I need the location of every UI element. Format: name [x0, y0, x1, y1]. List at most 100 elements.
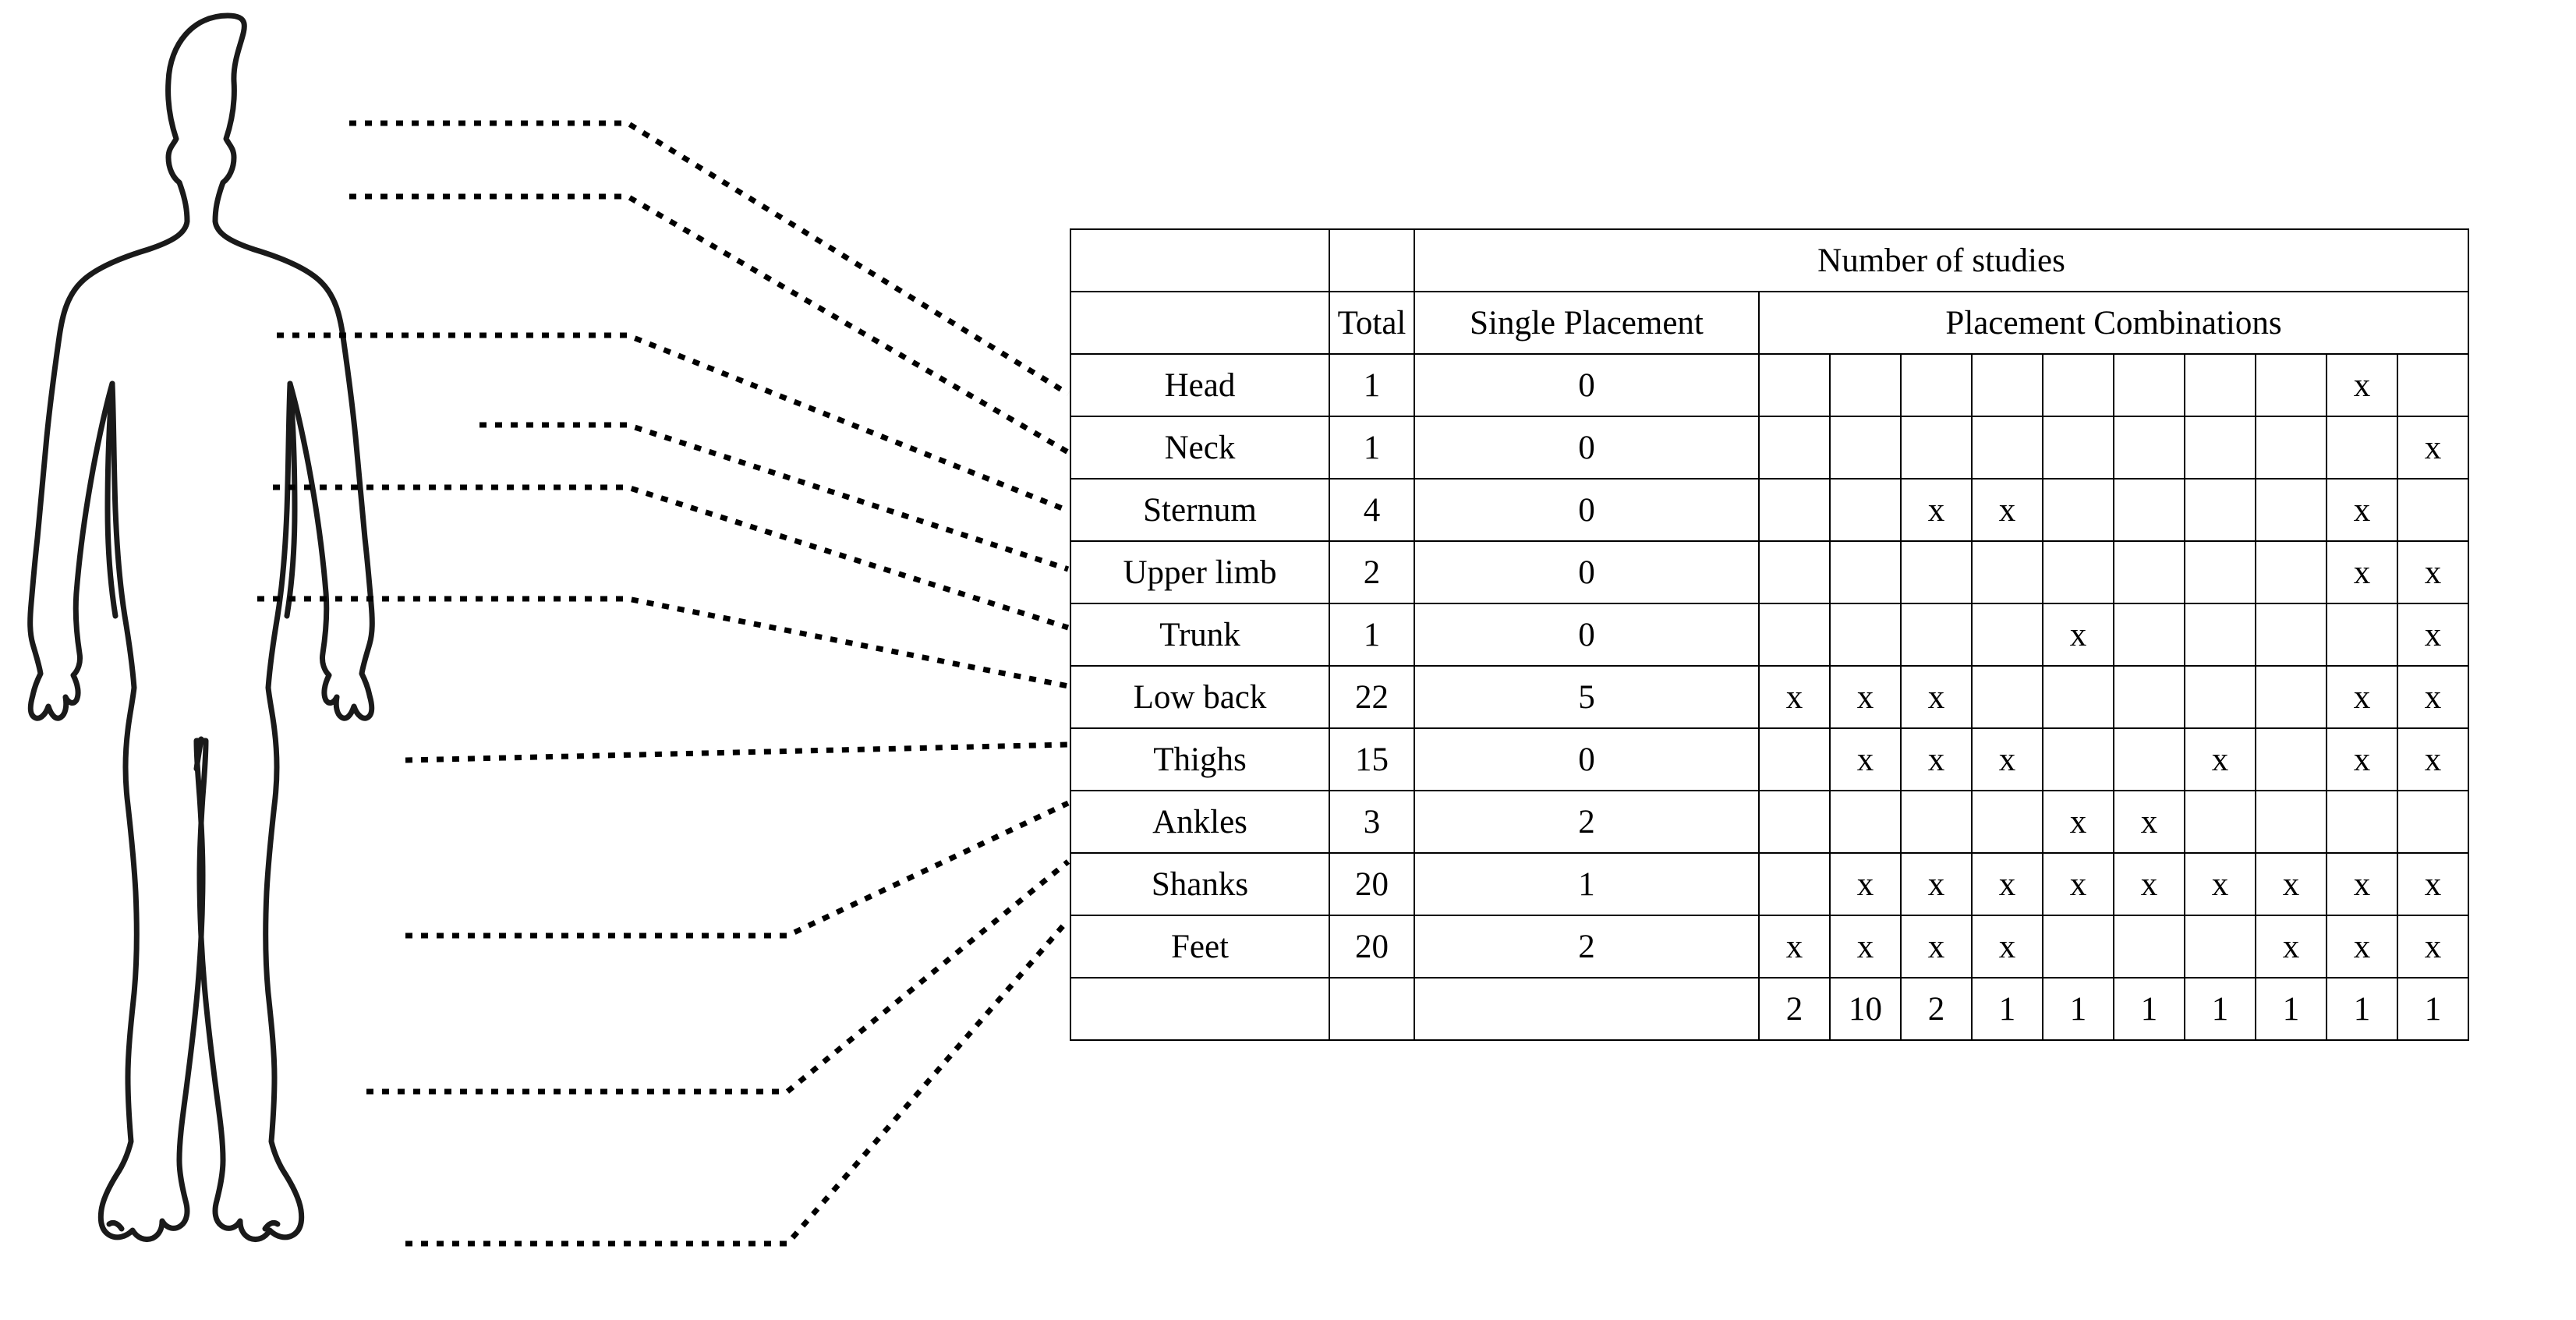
combo-cell-r8-c10 [2397, 790, 2469, 854]
combo-cell-r2-c2 [1829, 416, 1902, 480]
combo-cell-r4-c10: x [2397, 540, 2469, 604]
summary-count-c4: 1 [1971, 977, 2043, 1041]
single-placement-value: 0 [1414, 353, 1760, 417]
region-label-sternum: Sternum [1070, 478, 1330, 542]
single-placement-value: 1 [1414, 852, 1760, 916]
combo-cell-r9-c7: x [2184, 852, 2256, 916]
combo-cell-r3-c6 [2113, 478, 2185, 542]
combo-cell-r6-c5 [2042, 665, 2114, 729]
total-value: 1 [1329, 353, 1415, 417]
combo-cell-r10-c6 [2113, 915, 2185, 978]
corner-blank-total [1329, 228, 1415, 292]
combo-cell-r8-c1 [1758, 790, 1831, 854]
combo-cell-r2-c9 [2326, 416, 2398, 480]
combo-cell-r10-c10: x [2397, 915, 2469, 978]
combo-cell-r7-c3: x [1900, 727, 1973, 791]
combo-cell-r2-c1 [1758, 416, 1831, 480]
combo-cell-r4-c8 [2255, 540, 2327, 604]
combo-cell-r7-c1 [1758, 727, 1831, 791]
combo-cell-r10-c3: x [1900, 915, 1973, 978]
total-value: 22 [1329, 665, 1415, 729]
total-value: 1 [1329, 603, 1415, 667]
total-value: 20 [1329, 915, 1415, 978]
combo-cell-r4-c4 [1971, 540, 2043, 604]
combo-cell-r6-c1: x [1758, 665, 1831, 729]
combo-cell-r10-c8: x [2255, 915, 2327, 978]
combo-cell-r1-c4 [1971, 353, 2043, 417]
placement-table: Number of studies Total Single Placement… [1070, 228, 2469, 1041]
region-label-thighs: Thighs [1070, 727, 1330, 791]
single-placement-value: 5 [1414, 665, 1760, 729]
combo-cell-r2-c4 [1971, 416, 2043, 480]
human-body-silhouette [0, 0, 546, 1320]
header-placement-combinations: Placement Combinations [1758, 291, 2469, 355]
combo-cell-r10-c4: x [1971, 915, 2043, 978]
combo-cell-r2-c7 [2184, 416, 2256, 480]
combo-cell-r7-c4: x [1971, 727, 2043, 791]
combo-cell-r3-c7 [2184, 478, 2256, 542]
header-number-of-studies: Number of studies [1414, 228, 2469, 292]
summary-count-c3: 2 [1900, 977, 1973, 1041]
combo-cell-r10-c5 [2042, 915, 2114, 978]
combo-cell-r4-c5 [2042, 540, 2114, 604]
summary-count-c7: 1 [2184, 977, 2256, 1041]
combo-cell-r3-c2 [1829, 478, 1902, 542]
blank-region-header [1070, 291, 1330, 355]
combo-cell-r7-c8 [2255, 727, 2327, 791]
combo-cell-r5-c3 [1900, 603, 1973, 667]
region-label-upper-limb: Upper limb [1070, 540, 1330, 604]
region-label-trunk: Trunk [1070, 603, 1330, 667]
combo-cell-r5-c8 [2255, 603, 2327, 667]
summary-count-c6: 1 [2113, 977, 2185, 1041]
summary-blank-single [1414, 977, 1760, 1041]
combo-cell-r8-c2 [1829, 790, 1902, 854]
region-label-head: Head [1070, 353, 1330, 417]
summary-count-c9: 1 [2326, 977, 2398, 1041]
combo-cell-r8-c8 [2255, 790, 2327, 854]
combo-cell-r6-c6 [2113, 665, 2185, 729]
total-value: 2 [1329, 540, 1415, 604]
combo-cell-r6-c4 [1971, 665, 2043, 729]
combo-cell-r9-c5: x [2042, 852, 2114, 916]
total-value: 3 [1329, 790, 1415, 854]
combo-cell-r8-c4 [1971, 790, 2043, 854]
combo-cell-r4-c6 [2113, 540, 2185, 604]
combo-cell-r3-c9: x [2326, 478, 2398, 542]
combo-cell-r5-c2 [1829, 603, 1902, 667]
combo-cell-r5-c7 [2184, 603, 2256, 667]
region-label-neck: Neck [1070, 416, 1330, 480]
combo-cell-r9-c10: x [2397, 852, 2469, 916]
combo-cell-r2-c5 [2042, 416, 2114, 480]
combo-cell-r3-c3: x [1900, 478, 1973, 542]
combo-cell-r2-c6 [2113, 416, 2185, 480]
total-value: 4 [1329, 478, 1415, 542]
combo-cell-r9-c8: x [2255, 852, 2327, 916]
combo-cell-r4-c2 [1829, 540, 1902, 604]
combo-cell-r8-c6: x [2113, 790, 2185, 854]
combo-cell-r7-c2: x [1829, 727, 1902, 791]
combo-cell-r1-c2 [1829, 353, 1902, 417]
combo-cell-r2-c8 [2255, 416, 2327, 480]
combo-cell-r7-c5 [2042, 727, 2114, 791]
combo-cell-r9-c9: x [2326, 852, 2398, 916]
combo-cell-r1-c8 [2255, 353, 2327, 417]
combo-cell-r4-c7 [2184, 540, 2256, 604]
combo-cell-r5-c10: x [2397, 603, 2469, 667]
combo-cell-r1-c7 [2184, 353, 2256, 417]
summary-blank-label [1070, 977, 1330, 1041]
combo-cell-r6-c3: x [1900, 665, 1973, 729]
summary-count-c2: 10 [1829, 977, 1902, 1041]
combo-cell-r10-c7 [2184, 915, 2256, 978]
table-header-row-sub: Total Single Placement Placement Combina… [1070, 291, 2469, 355]
region-label-shanks: Shanks [1070, 852, 1330, 916]
combo-cell-r6-c9: x [2326, 665, 2398, 729]
leader-upper-limb [479, 422, 1070, 572]
combo-cell-r1-c1 [1758, 353, 1831, 417]
